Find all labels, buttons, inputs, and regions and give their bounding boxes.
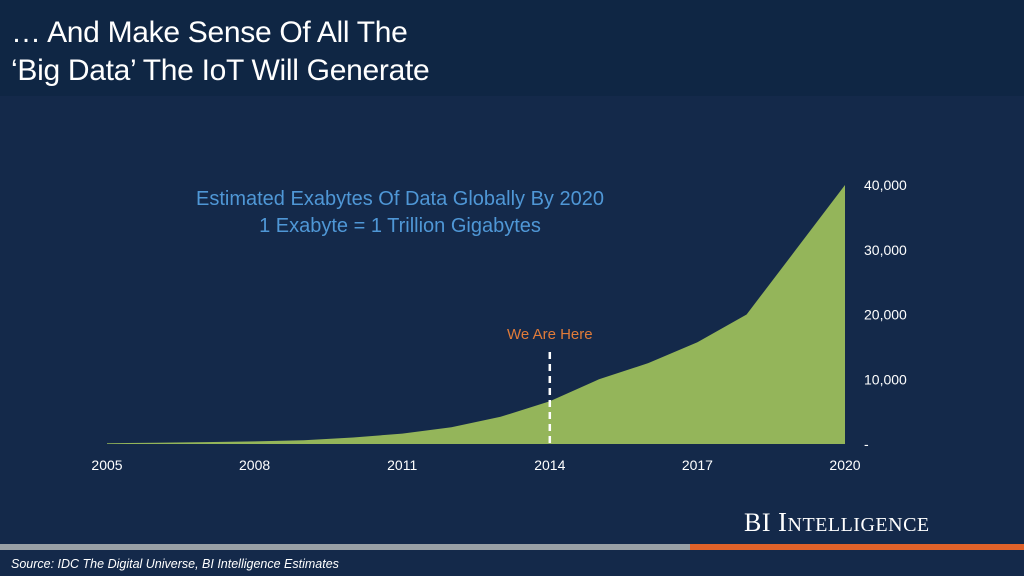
slide-title: … And Make Sense Of All The ‘Big Data’ T… xyxy=(11,16,430,87)
logo-word-rest: NTELLIGENCE xyxy=(787,514,930,536)
bi-intelligence-logo: BI INTELLIGENCE xyxy=(744,507,930,538)
chart-subtitle-line-1: Estimated Exabytes Of Data Globally By 2… xyxy=(196,188,604,210)
x-tick-label: 2020 xyxy=(829,457,860,473)
footer-bar-orange xyxy=(690,544,1024,550)
logo-word-first: I xyxy=(778,507,788,537)
chart-subtitle: Estimated Exabytes Of Data Globally By 2… xyxy=(120,186,680,240)
data-area xyxy=(107,185,845,444)
x-tick-label: 2014 xyxy=(534,457,565,473)
x-tick-label: 2005 xyxy=(91,457,122,473)
chart-subtitle-line-2: 1 Exabyte = 1 Trillion Gigabytes xyxy=(259,215,541,237)
source-note: Source: IDC The Digital Universe, BI Int… xyxy=(11,557,339,571)
title-bar: … And Make Sense Of All The ‘Big Data’ T… xyxy=(0,0,1024,96)
x-tick-label: 2017 xyxy=(682,457,713,473)
we-are-here-label: We Are Here xyxy=(507,326,593,343)
x-tick-label: 2011 xyxy=(387,457,417,473)
x-tick-label: 2008 xyxy=(239,457,270,473)
y-tick-label: 10,000 xyxy=(864,371,907,387)
y-tick-label: - xyxy=(864,436,869,452)
y-tick-label: 30,000 xyxy=(864,242,907,258)
y-tick-label: 20,000 xyxy=(864,307,907,323)
y-tick-label: 40,000 xyxy=(864,177,907,193)
footer-bar-grey xyxy=(0,544,690,550)
logo-initials: BI xyxy=(744,508,771,537)
